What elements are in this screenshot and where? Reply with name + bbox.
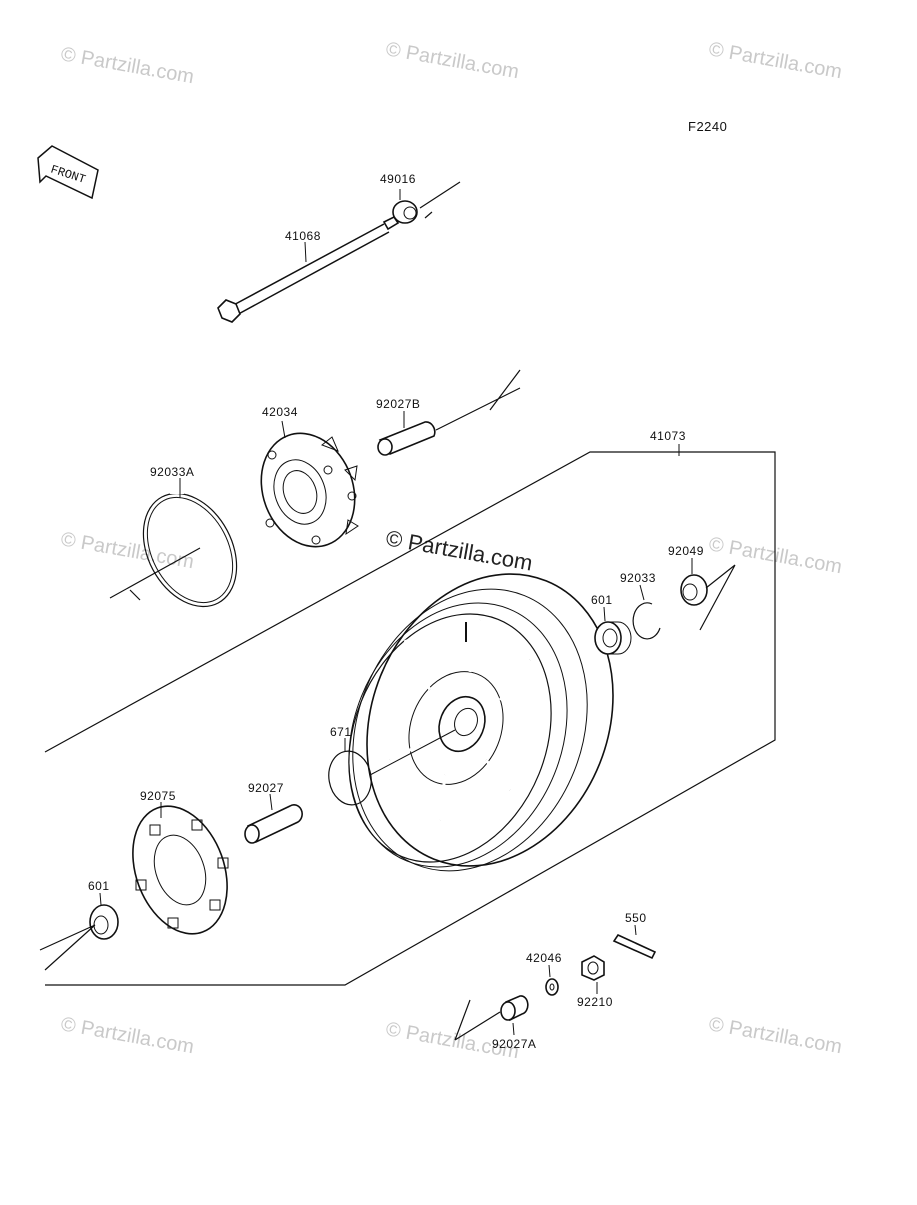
collar-center	[244, 793, 303, 844]
collar-a	[454, 995, 529, 1041]
part-label-41068: 41068	[285, 229, 321, 243]
part-label-92210: 92210	[577, 995, 613, 1009]
o-ring	[328, 729, 456, 806]
part-label-92027A: 92027A	[492, 1037, 536, 1051]
part-label-41073: 41073	[650, 429, 686, 443]
part-label-42046: 42046	[526, 951, 562, 965]
part-label-601-left: 601	[88, 879, 110, 893]
watermark-center: © Partzilla.com	[384, 525, 534, 575]
watermark: © Partzilla.com	[384, 38, 521, 83]
part-label-601-right: 601	[591, 593, 613, 607]
collar-b	[377, 369, 521, 456]
coupling-damper	[132, 802, 229, 935]
rear-wheel	[348, 573, 614, 872]
circlip-a	[109, 478, 238, 608]
part-label-92027: 92027	[248, 781, 284, 795]
collar	[392, 181, 461, 224]
watermark: © Partzilla.com	[707, 38, 844, 83]
oil-seal	[680, 558, 736, 631]
front-arrow-icon: FRONT	[37, 145, 99, 200]
part-label-49016: 49016	[380, 172, 416, 186]
bearing-right	[594, 606, 632, 655]
bearing-left	[39, 892, 119, 971]
watermark: © Partzilla.com	[59, 43, 196, 88]
circlip	[632, 584, 661, 640]
cotter-pin	[612, 924, 657, 960]
part-label-92075: 92075	[140, 789, 176, 803]
part-label-671: 671	[330, 725, 352, 739]
part-label-92027B: 92027B	[376, 397, 420, 411]
watermark: © Partzilla.com	[59, 1013, 196, 1058]
axle	[217, 215, 400, 323]
part-label-92033: 92033	[620, 571, 656, 585]
part-label-92049: 92049	[668, 544, 704, 558]
assembly-bracket	[44, 444, 776, 986]
washer	[545, 964, 559, 996]
watermark: © Partzilla.com	[59, 528, 196, 573]
diagram-code: F2240	[688, 119, 727, 134]
axle-nut	[581, 955, 605, 994]
watermark: © Partzilla.com	[707, 1013, 844, 1058]
part-label-550: 550	[625, 911, 647, 925]
coupling	[260, 420, 359, 548]
part-label-42034: 42034	[262, 405, 298, 419]
part-label-92033A: 92033A	[150, 465, 194, 479]
